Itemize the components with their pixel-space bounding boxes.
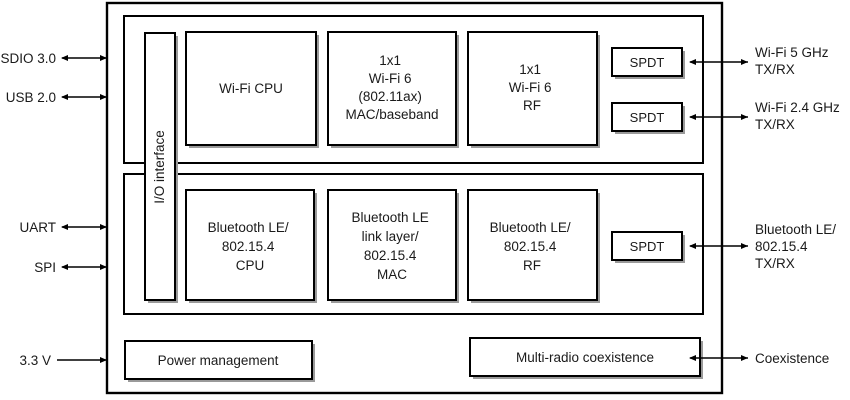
port-label-wifi-5ghz: Wi-Fi 5 GHz TX/RX xyxy=(755,45,832,77)
bluetooth-link-layer-mac-label-line-2: 802.15.4 xyxy=(364,248,417,263)
port-label-bluetooth-line-1: 802.15.4 xyxy=(755,239,808,254)
multi-radio-coexistence-block xyxy=(469,337,701,377)
wifi-mac-baseband-block xyxy=(327,31,457,146)
port-label-spi: SPI xyxy=(34,260,56,275)
bluetooth-cpu-label: Bluetooth LE/ 802.15.4 CPU xyxy=(208,220,293,273)
port-label-bluetooth: Bluetooth LE/ 802.15.4 TX/RX xyxy=(755,222,840,271)
spdt-wifi-5ghz-block xyxy=(611,47,683,77)
io-interface-label: I/O interface xyxy=(152,130,167,204)
power-management-label: Power management xyxy=(158,353,279,368)
wifi-rf-label-line-2: RF xyxy=(523,98,541,113)
port-label-wifi-5ghz-line-1: TX/RX xyxy=(755,62,795,77)
spdt-bluetooth-block xyxy=(611,231,683,261)
bluetooth-link-layer-mac-label-line-1: link layer/ xyxy=(362,229,419,244)
wifi-section-group xyxy=(123,15,704,164)
wifi-mac-baseband-label-line-2: (802.11ax) xyxy=(358,89,422,104)
bluetooth-rf-label-line-2: RF xyxy=(523,258,541,273)
bluetooth-rf-block xyxy=(467,189,598,301)
spdt-bluetooth-label: SPDT xyxy=(630,239,665,254)
wifi-mac-baseband-label: 1x1 Wi-Fi 6 (802.11ax) MAC/baseband xyxy=(345,53,438,122)
bluetooth-cpu-block xyxy=(185,189,315,301)
bluetooth-cpu-label-line-0: Bluetooth LE/ xyxy=(208,220,289,235)
port-label-bluetooth-line-0: Bluetooth LE/ xyxy=(755,222,836,237)
port-label-sdio: SDIO 3.0 xyxy=(0,51,56,66)
bluetooth-cpu-label-line-2: CPU xyxy=(236,258,265,273)
wifi-rf-label: 1x1 Wi-Fi 6 RF xyxy=(509,62,556,113)
port-label-uart: UART xyxy=(19,220,56,235)
port-label-wifi-24ghz: Wi-Fi 2.4 GHz TX/RX xyxy=(755,100,844,132)
port-label-wifi-5ghz-line-0: Wi-Fi 5 GHz xyxy=(755,45,829,60)
port-label-usb: USB 2.0 xyxy=(6,90,56,105)
bluetooth-cpu-label-line-1: 802.15.4 xyxy=(222,239,275,254)
io-interface-block xyxy=(144,32,176,301)
spdt-wifi-24ghz-block xyxy=(611,102,683,132)
bluetooth-link-layer-mac-block xyxy=(327,189,457,301)
wifi-cpu-block xyxy=(185,31,317,146)
port-label-bluetooth-line-2: TX/RX xyxy=(755,256,795,271)
wifi-rf-label-line-1: Wi-Fi 6 xyxy=(509,80,552,95)
wifi-rf-block xyxy=(467,31,598,146)
bluetooth-link-layer-mac-label-line-0: Bluetooth LE xyxy=(351,210,428,225)
bluetooth-rf-label: Bluetooth LE/ 802.15.4 RF xyxy=(490,220,575,273)
bluetooth-link-layer-mac-label-line-3: MAC xyxy=(377,267,407,282)
wifi-rf-label-line-0: 1x1 xyxy=(519,62,541,77)
wifi-mac-baseband-label-line-0: 1x1 xyxy=(379,53,401,68)
port-label-coexistence: Coexistence xyxy=(755,351,829,366)
port-label-wifi-24ghz-line-1: TX/RX xyxy=(755,117,795,132)
soc-outer-boundary xyxy=(105,1,724,395)
port-label-wifi-24ghz-line-0: Wi-Fi 2.4 GHz xyxy=(755,100,840,115)
wifi-cpu-label: Wi-Fi CPU xyxy=(219,81,283,96)
bluetooth-link-layer-mac-label: Bluetooth LE link layer/ 802.15.4 MAC xyxy=(351,210,432,282)
wifi-mac-baseband-label-line-3: MAC/baseband xyxy=(345,107,438,122)
wifi-mac-baseband-label-line-1: Wi-Fi 6 xyxy=(369,71,412,86)
bluetooth-rf-label-line-0: Bluetooth LE/ xyxy=(490,220,571,235)
spdt-wifi-24ghz-label: SPDT xyxy=(630,110,665,125)
bluetooth-rf-label-line-1: 802.15.4 xyxy=(504,239,557,254)
wifi-cpu-label-line-0: Wi-Fi CPU xyxy=(219,81,283,96)
spdt-wifi-5ghz-label: SPDT xyxy=(630,55,665,70)
port-label-power: 3.3 V xyxy=(19,353,51,368)
multi-radio-coexistence-label: Multi-radio coexistence xyxy=(516,350,654,365)
power-management-block xyxy=(124,340,313,380)
